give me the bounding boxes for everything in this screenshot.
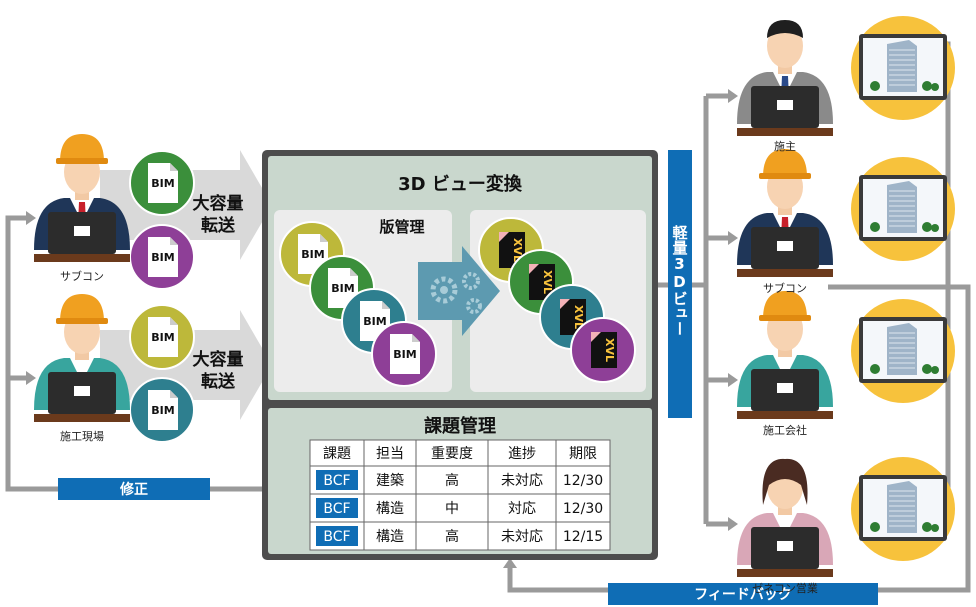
transfer-line2: 転送 xyxy=(201,216,235,236)
table-header-cell: 重要度 xyxy=(431,446,473,462)
person-name: 施工現場 xyxy=(60,430,104,443)
person-name: 施主 xyxy=(774,140,796,153)
table-header-cell: 担当 xyxy=(376,446,404,462)
conversion-title: 3D ビュー変換 xyxy=(398,174,522,195)
person-name: ゼネコン営業 xyxy=(752,582,818,595)
xvl-text: XVL xyxy=(572,305,585,329)
transfer-line2: 転送 xyxy=(201,372,235,392)
table-cell: 対応 xyxy=(508,501,536,517)
arrow-heads xyxy=(26,89,738,568)
arrow-head xyxy=(26,371,36,385)
table-header-cell: 進捗 xyxy=(508,446,536,462)
desk xyxy=(737,411,833,419)
person-name: サブコン xyxy=(763,282,807,295)
table-cell: 12/30 xyxy=(563,473,603,489)
table-cell: 高 xyxy=(445,528,459,545)
feedback-label: フィードバック xyxy=(608,583,878,605)
hard-hat-icon xyxy=(60,134,104,162)
xvl-text: XVL xyxy=(603,338,616,362)
arrow-head xyxy=(728,89,738,103)
hair-icon xyxy=(767,20,803,38)
person-at-laptop xyxy=(737,457,955,577)
bim-text: BIM xyxy=(151,404,174,417)
lightweight-view-label: 軽量3Dビュー xyxy=(670,224,689,336)
table-header-cell: 課題 xyxy=(323,446,351,462)
xvl-file-disc: XVL xyxy=(570,317,636,383)
table-cell: 構造 xyxy=(376,529,404,545)
table-cell: 中 xyxy=(445,501,459,517)
bim-text: BIM xyxy=(363,315,386,328)
table-cell: 未対応 xyxy=(501,473,543,489)
table-header-cell: 期限 xyxy=(569,446,597,462)
transfer-label-top: 大容量 転送 xyxy=(178,193,258,237)
people-group xyxy=(34,16,955,577)
bim-text: BIM xyxy=(151,177,174,190)
hard-hat-icon xyxy=(60,294,104,322)
transfer-line1: 大容量 xyxy=(192,194,244,214)
table-cell: BCF xyxy=(323,501,350,517)
table-cell: BCF xyxy=(323,473,350,489)
hard-hat-icon xyxy=(763,291,807,319)
table-cell: 未対応 xyxy=(501,529,543,545)
person-name: サブコン xyxy=(60,270,104,283)
bim-text: BIM xyxy=(301,248,324,261)
person-at-laptop xyxy=(737,16,955,136)
hair-icon xyxy=(762,458,808,505)
arrow-head xyxy=(728,231,738,245)
desk xyxy=(737,569,833,577)
bcf-badge xyxy=(316,470,358,490)
arrow-head xyxy=(503,558,517,568)
desk xyxy=(34,414,130,422)
bim-text: BIM xyxy=(151,331,174,344)
transfer-line1: 大容量 xyxy=(192,350,244,370)
issue-mgmt-title: 課題管理 xyxy=(424,416,496,437)
building-icon xyxy=(887,481,917,533)
lightweight-view-bar xyxy=(668,150,692,418)
person-at-laptop xyxy=(737,149,955,277)
bim-text: BIM xyxy=(331,282,354,295)
arrow-head xyxy=(728,517,738,531)
table-cell: 構造 xyxy=(376,501,404,517)
bcf-badge xyxy=(316,526,358,546)
bim-file-disc: BIM xyxy=(129,224,195,290)
hard-hat-icon xyxy=(763,149,807,177)
person-at-laptop xyxy=(34,134,130,262)
person-at-laptop xyxy=(737,291,955,419)
person-name: 施工会社 xyxy=(763,424,807,437)
version-mgmt-title: 版管理 xyxy=(379,218,425,236)
fix-label: 修正 xyxy=(58,478,210,500)
arrow-head xyxy=(728,373,738,387)
table-cell: 建築 xyxy=(376,473,404,489)
building-icon xyxy=(887,40,917,92)
bim-file-disc: BIM xyxy=(371,321,437,387)
desk xyxy=(34,254,130,262)
table-cell: 高 xyxy=(445,472,459,489)
building-icon xyxy=(887,323,917,375)
bim-file-disc: BIM xyxy=(129,304,195,370)
building-icon xyxy=(887,181,917,233)
desk xyxy=(737,269,833,277)
bim-file-disc: BIM xyxy=(129,377,195,443)
transfer-label-bottom: 大容量 転送 xyxy=(178,349,258,393)
xvl-text: XVL xyxy=(541,270,554,294)
arrow-head xyxy=(26,211,36,225)
table-cell: 12/15 xyxy=(563,529,603,545)
bcf-badge xyxy=(316,498,358,518)
bim-file-disc: BIM xyxy=(129,150,195,216)
bim-text: BIM xyxy=(393,348,416,361)
desk xyxy=(737,128,833,136)
feedback-line xyxy=(507,284,971,593)
person-at-laptop xyxy=(34,294,130,422)
table-cell: 12/30 xyxy=(563,501,603,517)
table-cell: BCF xyxy=(323,529,350,545)
convert-gear-arrow xyxy=(418,246,500,336)
bim-text: BIM xyxy=(151,251,174,264)
